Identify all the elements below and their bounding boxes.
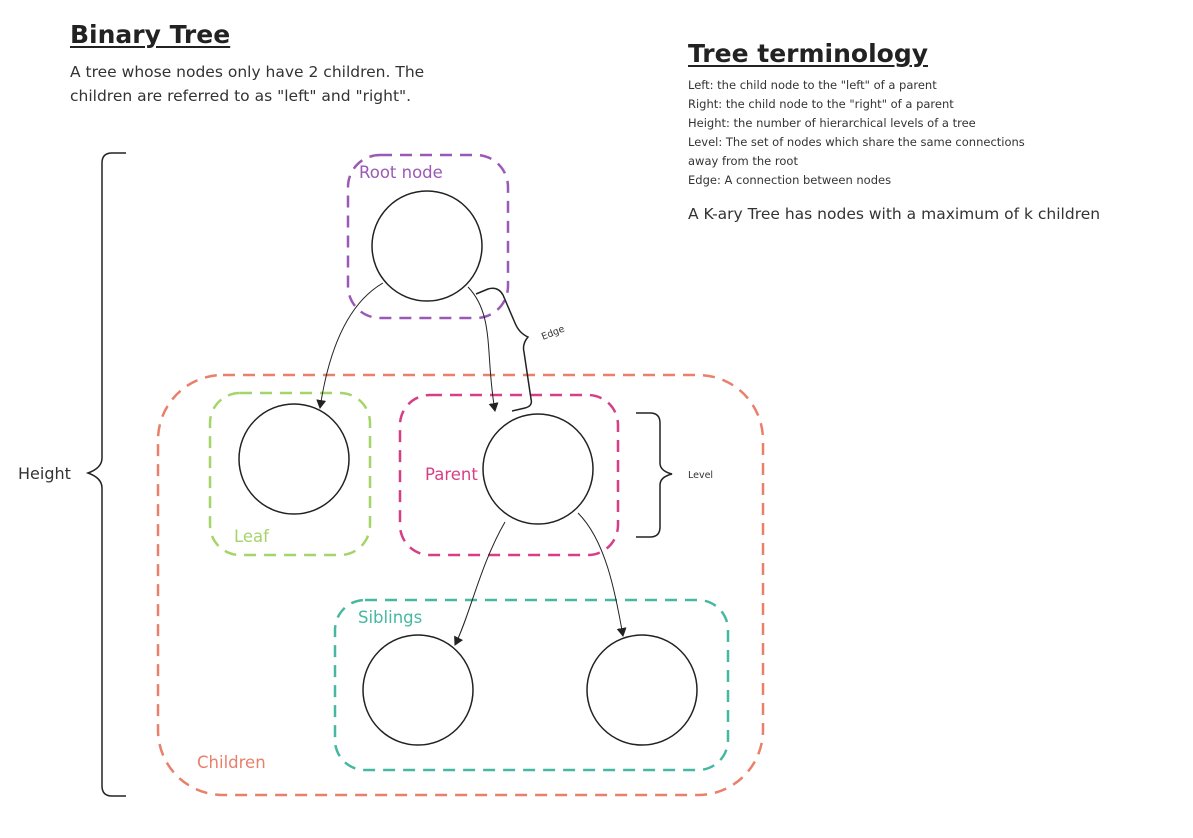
leaf-label: Leaf — [234, 527, 270, 546]
leaf-node — [238, 403, 350, 515]
parent-node — [482, 413, 594, 525]
definition-height: Height: the number of hierarchical level… — [688, 116, 976, 130]
edge-root-to-parent — [467, 286, 499, 412]
root-node-box — [346, 153, 510, 320]
definition-edge: Edge: A connection between nodes — [688, 173, 892, 187]
terminology-definitions: Left: the child node to the "left" of a … — [688, 76, 1028, 190]
parent-box — [398, 393, 620, 557]
binary-tree-description: A tree whose nodes only have 2 children.… — [70, 63, 425, 105]
definition-right: Right: the child node to the "right" of … — [688, 97, 954, 111]
left-child-node — [362, 634, 474, 746]
edge-root-to-leaf — [316, 282, 384, 409]
root-node — [371, 190, 483, 302]
definition-left: Left: the child node to the "left" of a … — [688, 78, 937, 92]
height-brace — [85, 152, 126, 797]
level-brace — [636, 412, 673, 538]
leaf-box — [208, 391, 372, 557]
binary-tree-title: Binary Tree — [70, 20, 231, 49]
right-child-node — [586, 634, 698, 746]
tree-terminology-title: Tree terminology — [688, 39, 929, 68]
children-group-box — [156, 373, 765, 797]
edge-label: Edge — [540, 324, 566, 343]
height-label: Height — [18, 464, 71, 483]
siblings-label: Siblings — [358, 608, 422, 627]
children-label: Children — [197, 753, 266, 772]
edge-brace — [475, 287, 533, 412]
level-label: Level — [688, 470, 713, 481]
root-node-label: Root node — [359, 163, 443, 182]
parent-label: Parent — [425, 465, 478, 484]
definition-level: Level: The set of nodes which share the … — [688, 135, 1025, 168]
edge-parent-to-right-child — [577, 512, 627, 637]
siblings-box — [333, 598, 730, 772]
kary-tree-note: A K-ary Tree has nodes with a maximum of… — [688, 205, 1101, 223]
edge-parent-to-left-child — [454, 521, 506, 646]
